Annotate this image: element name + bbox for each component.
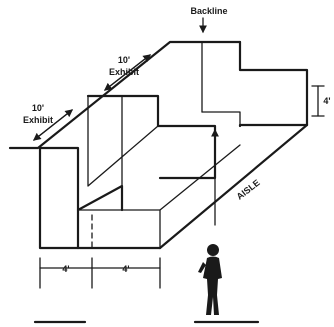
person-silhouette-icon: [198, 244, 222, 315]
top-exhibit-arrow-back: [104, 54, 152, 91]
height-dim-label: 4': [323, 96, 330, 106]
front-right-dim-label: 4': [122, 264, 129, 274]
back-wall-right: [238, 40, 309, 128]
left-exhibit-dim-label: 10': [32, 103, 44, 113]
left-exhibit-word-label: Exhibit: [23, 115, 53, 125]
dimension-arrows: [32, 17, 325, 289]
back-wall-lower-edge: [201, 111, 241, 127]
booth-structure: [8, 40, 309, 250]
floor-diagonal: [158, 123, 309, 250]
front-panel-inner: [77, 209, 161, 249]
front-left-dim-label: 4': [62, 264, 69, 274]
divider-top: [86, 94, 217, 180]
front-panel-left: [38, 146, 124, 212]
floor-diagonal-inner: [159, 144, 241, 211]
divider-side: [87, 95, 159, 187]
top-exhibit-dim-label: 10': [118, 55, 130, 65]
top-exhibit-word-label: Exhibit: [109, 67, 139, 77]
front-panel-left-edge: [38, 146, 162, 250]
left-exhibit-arrow-back: [33, 109, 74, 141]
backline-label: Backline: [190, 6, 227, 16]
